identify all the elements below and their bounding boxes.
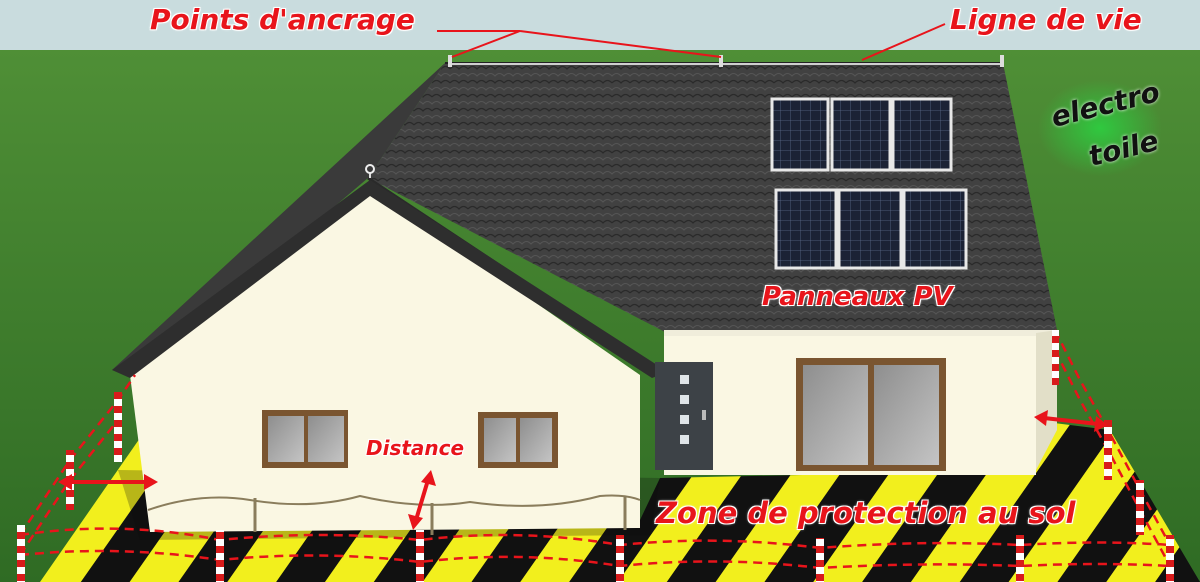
double-arrow-icon xyxy=(408,470,436,530)
pv-panels xyxy=(770,97,968,270)
pv-panels-label: Panneaux PV xyxy=(762,282,953,312)
pv-panel xyxy=(830,97,892,172)
anchor-post xyxy=(448,55,452,67)
anchor-post xyxy=(719,55,723,67)
barrier-pole xyxy=(1166,535,1174,582)
barrier-pole xyxy=(1052,330,1059,385)
barrier-pole xyxy=(616,535,624,582)
barrier-pole xyxy=(216,530,224,582)
pv-panel xyxy=(770,97,830,172)
roof-left-slope xyxy=(112,63,445,372)
anchor-post xyxy=(1000,55,1004,67)
double-arrow-icon xyxy=(1034,410,1108,432)
logo-line-2: toile xyxy=(1085,123,1162,174)
barrier-pole xyxy=(1104,420,1112,480)
pv-panel xyxy=(837,188,903,270)
barrier-pole xyxy=(1136,480,1144,535)
anchor-ring-icon xyxy=(365,164,375,178)
pv-panel xyxy=(891,97,953,172)
window xyxy=(478,412,558,468)
double-arrow-icon xyxy=(58,474,158,490)
barrier-pole xyxy=(114,392,122,462)
ground-protection-zone xyxy=(40,420,1200,582)
distance-label: Distance xyxy=(366,436,465,460)
callout-lines xyxy=(437,23,946,61)
barrier-pole xyxy=(816,538,824,582)
pv-panel xyxy=(774,188,838,270)
barrier-pole xyxy=(1016,535,1024,582)
life-line-label: Ligne de vie xyxy=(950,3,1142,36)
logo: electro toile xyxy=(1030,70,1180,190)
front-door xyxy=(655,362,713,470)
barrier-pole xyxy=(17,525,25,582)
ground-zone-label: Zone de protection au sol xyxy=(656,496,1076,530)
pv-panel xyxy=(902,188,968,270)
life-line xyxy=(448,55,1004,67)
anchor-points-label: Points d'ancrage xyxy=(150,3,415,36)
barrier-pole xyxy=(416,530,424,582)
window xyxy=(262,410,348,468)
bay-window xyxy=(796,358,946,471)
